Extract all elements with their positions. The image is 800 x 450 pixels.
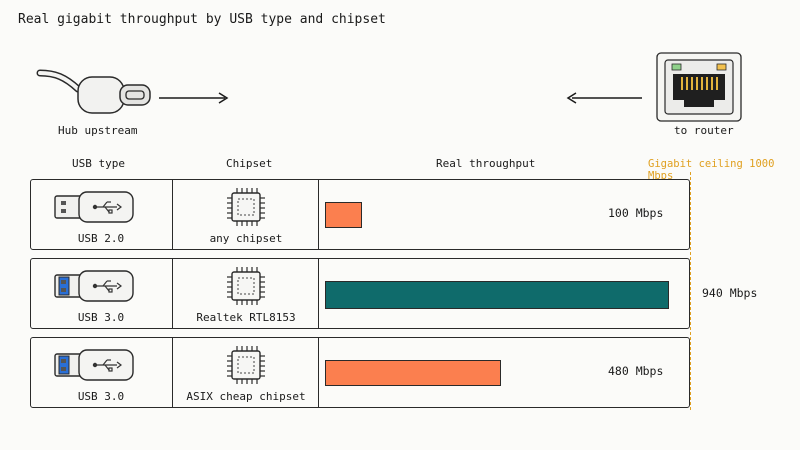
chipset-icon [225,186,267,232]
column-divider [318,180,319,249]
column-divider [318,259,319,328]
chipset-label: Realtek RTL8153 [196,311,296,324]
ethernet-port-icon [656,52,742,122]
chipset-label: ASIX cheap chipset [186,390,306,403]
header-throughput: Real throughput [436,157,536,170]
header-usb-type: USB type [72,157,125,170]
usb-type-icon [53,348,137,386]
column-divider [172,180,173,249]
arrow-left-icon [566,92,642,104]
usb-type-icon [53,190,137,228]
usb-a-connector-icon [54,270,134,302]
throughput-value: 100 Mbps [608,206,664,220]
chip-icon [227,267,265,305]
throughput-bar [325,359,501,386]
usb-type-icon [53,269,137,307]
arrow-right-icon [159,92,229,104]
column-divider [318,338,319,407]
gigabit-ceiling-line [690,172,691,410]
throughput-bar [325,201,362,228]
usb-type-label: USB 2.0 [77,232,125,245]
usb-type-label: USB 3.0 [77,311,125,324]
chip-icon [227,188,265,226]
hub-upstream-label: Hub upstream [58,124,138,137]
column-divider [172,338,173,407]
usb-a-connector-icon [54,349,134,381]
chipset-label: any chipset [209,232,283,245]
table-row: USB 2.0 any chipset [30,179,690,250]
page-title: Real gigabit throughput by USB type and … [18,12,386,27]
table-row: USB 3.0 Realtek RTL8153 [30,258,690,329]
throughput-value: 940 Mbps [702,286,758,300]
usb-c-cable-icon [36,69,151,114]
router-label: to router [674,124,734,137]
throughput-bar [325,280,669,309]
table-row: USB 3.0 ASIX cheap chipset [30,337,690,408]
chipset-icon [225,344,267,390]
chip-icon [227,346,265,384]
usb-a-connector-icon [54,191,134,223]
throughput-value: 480 Mbps [608,364,664,378]
header-chipset: Chipset [226,157,273,170]
usb-type-label: USB 3.0 [77,390,125,403]
column-divider [172,259,173,328]
chipset-icon [225,265,267,311]
